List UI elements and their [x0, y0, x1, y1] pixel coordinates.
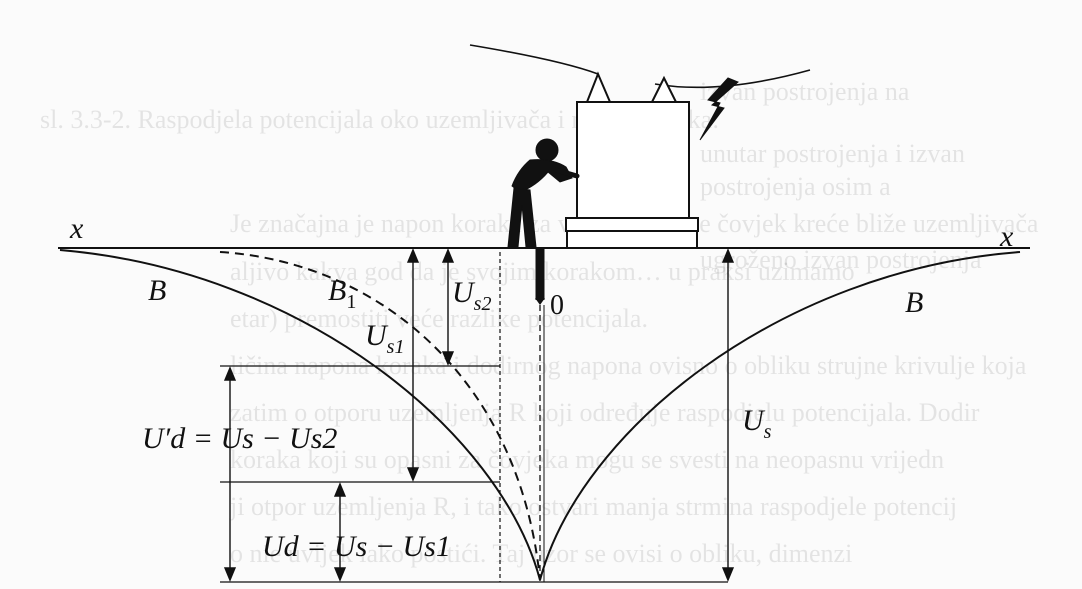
insulator-right — [650, 75, 678, 103]
us1-label: Us1 — [365, 319, 404, 358]
bleed-line-2: unutar postrojenja i izvan — [700, 139, 965, 168]
housing-plinth — [566, 230, 698, 249]
ud-formula: Ud = Us − Us1 — [262, 530, 451, 563]
dimension-arrows — [223, 248, 735, 582]
reference-lines — [220, 365, 728, 583]
housing-box — [576, 101, 690, 221]
person-legs — [507, 187, 537, 248]
electrode-origin-label: 0 — [550, 290, 564, 321]
bleed-line-3: postrojenja osim a — [700, 172, 891, 201]
substation-housing — [565, 71, 699, 249]
overhead-lines — [469, 44, 811, 89]
curve-b-left-label: B — [148, 274, 166, 307]
bleed-line-11: ji otpor uzemljenja R, i tako ostvari ma… — [229, 492, 957, 521]
insulator-left — [585, 71, 612, 103]
person-head — [535, 138, 559, 162]
curve-b-right-label: B — [905, 286, 923, 319]
x-axis-label-left: x — [69, 212, 84, 245]
bleed-line-10: koraka koji su opasni za čovjeka mogu se… — [230, 445, 944, 474]
housing-base — [565, 217, 699, 232]
lightning-bolt-icon — [699, 77, 739, 141]
curve-b1-dashed — [219, 251, 541, 581]
person-torso — [511, 159, 573, 193]
person-figure-icon — [507, 138, 580, 248]
bleed-line-7: etar) premostiti veće razlike potencijal… — [230, 304, 648, 333]
person-arm — [553, 167, 580, 179]
bleed-line-4: ugroženo izvan postrojenja — [700, 245, 982, 274]
curve-b-right — [539, 251, 1021, 581]
ud-prime-formula: U′d = Us − Us2 — [142, 422, 337, 455]
us2-label: Us2 — [452, 276, 491, 315]
bleed-line-12: o nie uvijek lako postići. Taj uzor se o… — [230, 539, 852, 568]
earth-electrode — [535, 248, 545, 305]
overhead-wire-left — [469, 44, 599, 75]
curve-b1-label: B1 — [328, 274, 356, 313]
x-axis-label-right: x — [999, 220, 1014, 253]
us-label: Us — [742, 404, 772, 443]
bleed-line-9: zatim o otporu uzemljenja R koji određuj… — [230, 398, 980, 427]
